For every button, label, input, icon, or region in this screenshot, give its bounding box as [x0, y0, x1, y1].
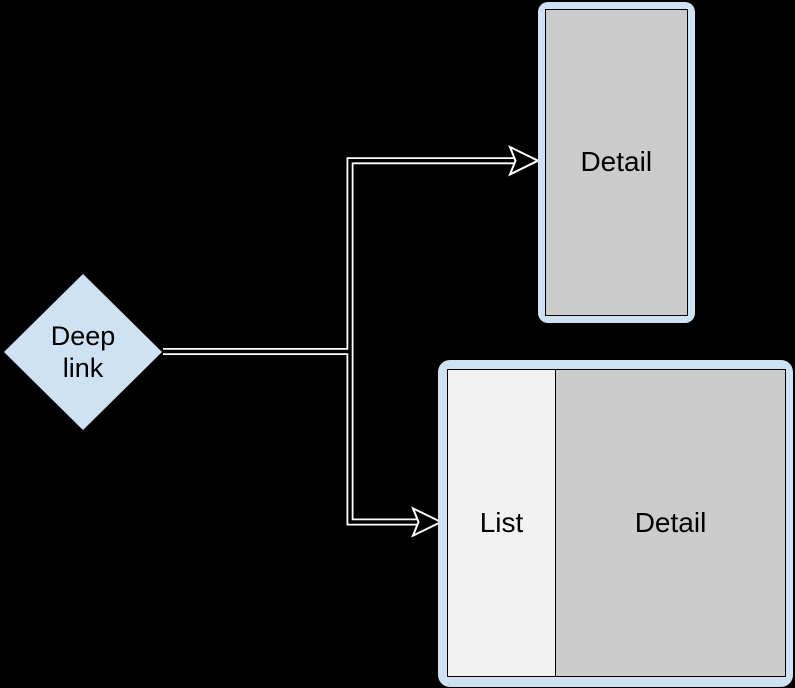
connector-branch-core — [348, 159, 518, 524]
detail-screen-body: Detail — [544, 8, 688, 316]
list-pane: List — [448, 370, 556, 676]
arrowhead-to-detail-icon — [508, 144, 541, 177]
list-detail-screen-body: List Detail — [447, 369, 786, 677]
detail-screen-label: Detail — [580, 146, 653, 178]
detail-pane: Detail — [556, 370, 785, 676]
detail-pane-label: Detail — [634, 507, 707, 538]
arrowhead-to-list-detail-icon — [411, 506, 444, 538]
list-detail-screen-card: List Detail — [438, 360, 793, 687]
list-pane-label: List — [479, 507, 524, 538]
deep-link-diamond — [2, 272, 164, 432]
detail-screen-card: Detail — [538, 2, 695, 323]
